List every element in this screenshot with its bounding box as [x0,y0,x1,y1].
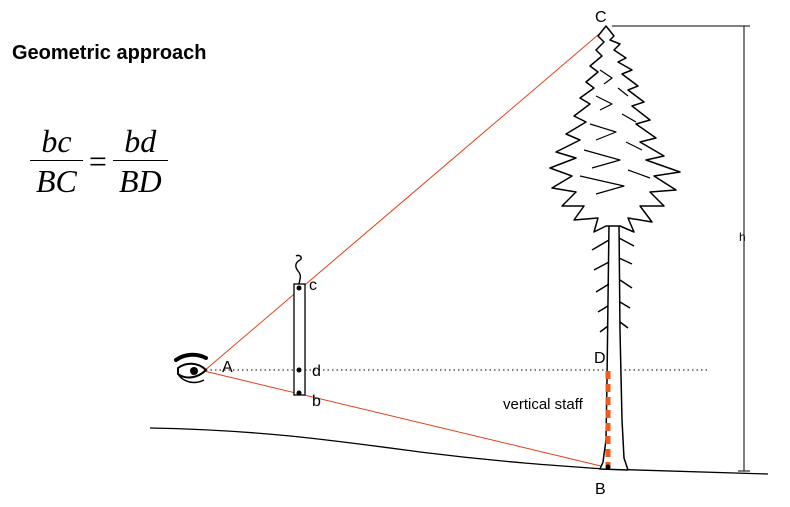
sight-line-top [203,28,606,372]
equals-sign: = [88,143,107,179]
eyebrow [174,352,208,362]
eye-icon [174,352,208,384]
label-b: b [312,393,321,410]
stick-hand [295,254,302,285]
tree-inner-texture [579,69,651,195]
eye-pupil [190,367,198,375]
right-fraction: bd BD [112,122,168,201]
label-c: c [309,277,317,294]
label-A: A [222,359,233,376]
tree-lower-branches [591,237,635,333]
label-vertical-staff: vertical staff [503,396,584,413]
point-d-dot [296,367,302,373]
label-h: h [739,230,746,244]
point-c-dot [296,285,302,291]
left-denominator: BC [30,160,83,201]
right-numerator: bd [124,123,157,159]
tree-trunk [599,223,629,471]
ratio-formula: bc BC = bd BD [30,122,168,201]
label-d: d [312,363,321,380]
left-numerator: bc [41,123,72,159]
point-b-dot [296,390,302,396]
stick-icon [293,254,306,396]
sight-line-bottom [203,370,606,468]
point-B-dot [605,464,611,470]
tree-crown [549,25,681,233]
eye-lash [177,373,205,384]
label-D: D [594,350,606,367]
tree-icon [549,25,681,471]
stick-body [293,283,306,396]
label-C: C [595,9,607,26]
label-B: B [595,481,606,498]
ground-line [149,427,769,475]
right-denominator: BD [112,160,168,201]
left-fraction: bc BC [30,122,83,201]
diagram-title: Geometric approach [12,42,207,64]
